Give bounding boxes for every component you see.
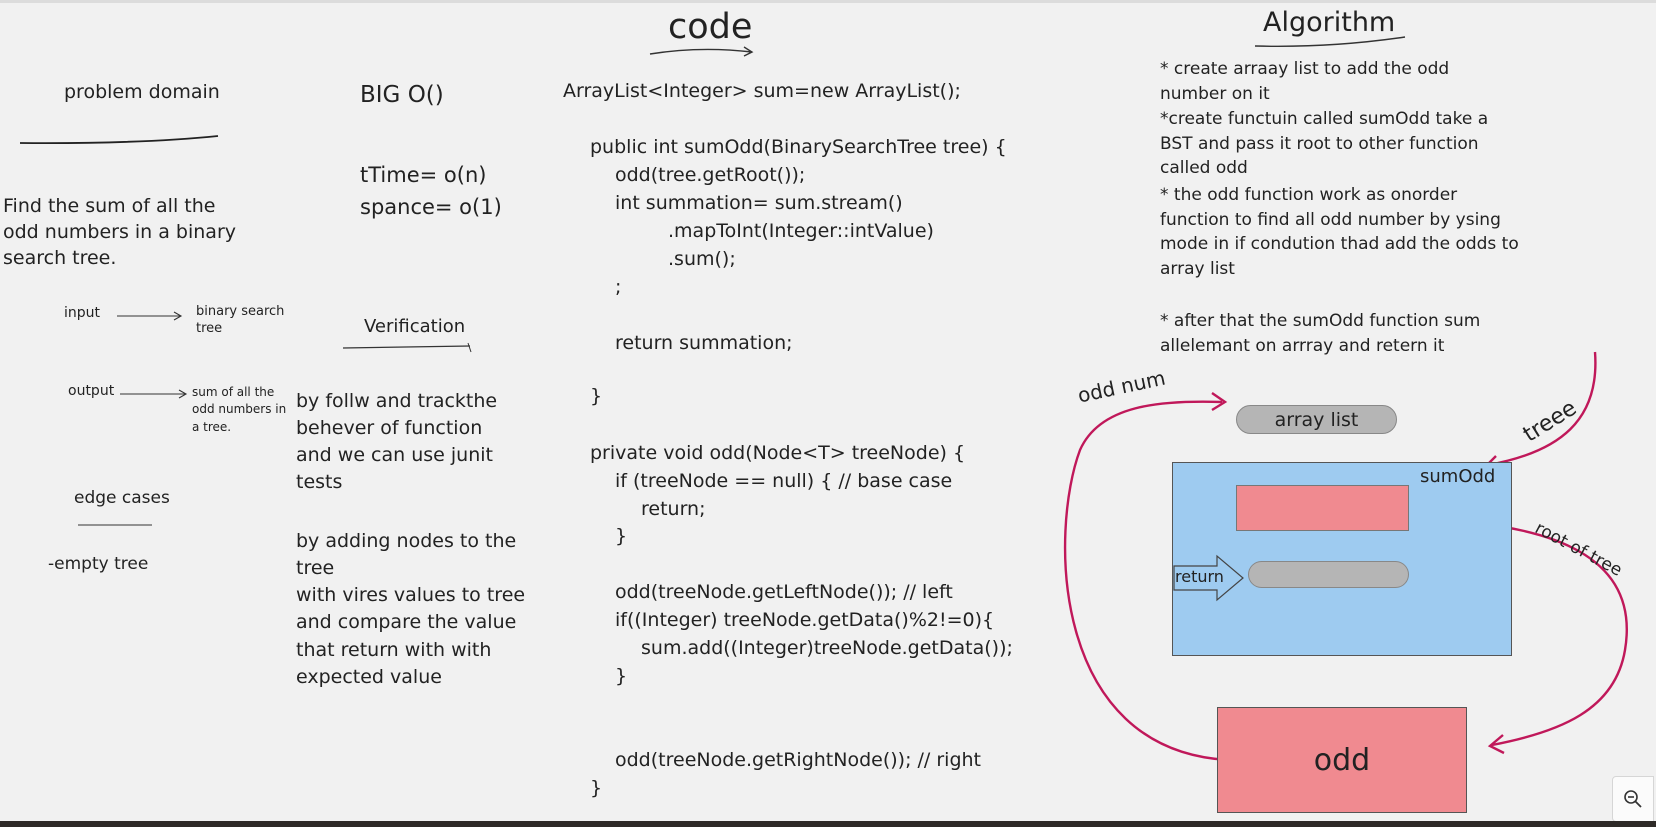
algorithm-title: Algorithm [1263,7,1396,38]
space-complexity: spance= o(1) [360,195,502,219]
problem-description: Find the sum of all the odd numbers in a… [3,195,237,270]
code-line: } [615,665,628,687]
problem-domain-title: problem domain [64,81,220,103]
code-line: private void odd(Node<T> treeNode) { [590,442,966,464]
return-label: return [1175,567,1224,586]
output-label: output [68,383,115,399]
top-border [0,0,1656,3]
verification-underline-tick [467,342,472,353]
time-complexity: tTime= o(n) [360,163,487,187]
verification-underline [342,345,471,349]
code-line: ArrayList<Integer> sum=new ArrayList(); [563,80,961,102]
edge-cases-title: edge cases [74,488,170,508]
code-line: odd(treeNode.getRightNode()); // right [615,749,981,771]
code-line: odd(treeNode.getLeftNode()); // left [615,581,953,603]
input-label: input [64,305,101,321]
array-list-pill: array list [1236,405,1397,434]
output-value: sum of all the odd numbers in a tree. [192,385,287,434]
code-line: if (treeNode == null) { // base case [615,470,953,492]
code-line: return summation; [615,332,793,354]
algorithm-step-2: *create functuin called sumOdd take a BS… [1160,109,1489,179]
code-line: } [590,777,603,799]
algorithm-step-1: * create arraay list to add the odd numb… [1160,59,1450,104]
sumodd-inner-pill [1248,561,1409,588]
root-of-tree-arrow [1406,518,1628,747]
input-arrow-head [173,311,183,321]
algorithm-step-4: * after that the sumOdd function sum all… [1160,311,1481,356]
problem-domain-underline [19,135,219,145]
algorithm-title-underline [1254,36,1406,48]
code-title-underline [649,48,753,55]
sumodd-inner-box [1236,485,1409,531]
input-value: binary search tree [196,304,285,336]
code-line: if((Integer) treeNode.getData()%2!=0){ [615,609,995,631]
code-line: .mapToInt(Integer::intValue) [668,220,934,242]
root-of-tree-arrow-head [1487,734,1505,755]
verification-text-1: by follw and trackthe behever of functio… [296,390,498,494]
code-line: return; [641,498,706,520]
treee-arrow [1487,351,1597,467]
zoom-out-icon [1624,790,1642,808]
algorithm-step-3: * the odd function work as onorder funct… [1160,185,1519,279]
code-line: sum.add((Integer)treeNode.getData()); [641,637,1013,659]
verification-title: Verification [364,316,466,337]
output-arrow-head [178,389,188,399]
code-line: public int sumOdd(BinarySearchTree tree)… [590,136,1007,158]
odd-box: odd [1217,707,1467,813]
code-line: .sum(); [668,248,736,270]
code-line: } [615,525,628,547]
array-list-label: array list [1274,408,1359,431]
code-title-underline-arrowhead [743,46,754,57]
code-line: ; [615,276,622,298]
return-arrow-shape [1173,554,1244,602]
code-title: code [668,7,753,47]
bottom-bar [0,821,1656,827]
verification-text-2: by adding nodes to the tree with vires v… [296,530,526,688]
big-o-title: BIG O() [360,82,444,108]
zoom-out-button[interactable] [1612,776,1654,822]
odd-num-arrow-head [1211,392,1228,412]
code-line: } [590,385,603,407]
odd-label: odd [1313,742,1371,778]
edge-case-item: -empty tree [48,554,149,574]
code-line: odd(tree.getRoot()); [615,164,806,186]
odd-num-arrow [1063,400,1229,762]
code-line: int summation= sum.stream() [615,192,903,214]
sumodd-label: sumOdd [1420,466,1496,487]
